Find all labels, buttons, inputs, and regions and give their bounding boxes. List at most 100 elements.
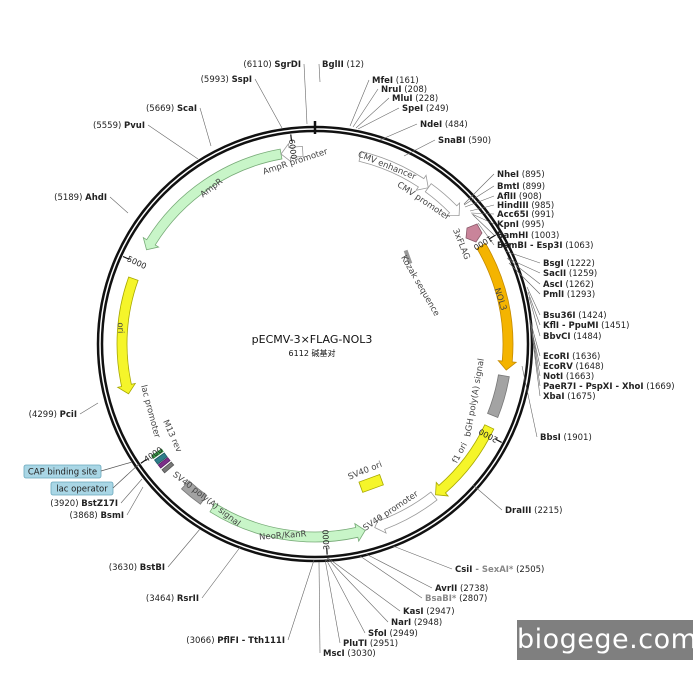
site-leader (469, 204, 495, 212)
restriction-site: NheI (895) (497, 170, 545, 180)
site-leader (201, 545, 242, 599)
plasmid-size: 6112 碱基对 (289, 348, 336, 358)
nol3-arrow (476, 242, 518, 371)
restriction-site: (3066) PflFI - Tth111I (186, 636, 285, 646)
site-leader (147, 124, 199, 160)
site-leader (521, 365, 538, 438)
restriction-site: MfeI (161) (372, 76, 419, 86)
tick-label: 6000 (287, 139, 298, 160)
restriction-site: MscI (3030) (323, 649, 376, 659)
lac-operator-label: lac operator (56, 485, 108, 495)
tick-label: 5000 (126, 254, 148, 271)
site-leader (472, 484, 503, 511)
feature-label: M13 rev (160, 418, 183, 454)
restriction-site: (5189) AhdI (54, 193, 107, 203)
site-leader (530, 324, 541, 377)
restriction-site: (4299) PciI (29, 410, 77, 420)
restriction-site: BamHI (1003) (497, 231, 559, 241)
site-leader (464, 195, 495, 208)
feature-label: bGH poly(A) signal (463, 358, 487, 438)
restriction-site: NotI (1663) (543, 372, 594, 382)
ampr-promoter-arrow (280, 142, 304, 163)
restriction-site: KflI - PpuMI (1451) (543, 321, 629, 331)
ampr-arrow (142, 148, 283, 251)
kozak-block (403, 249, 413, 265)
restriction-site: BbvCI (1484) (543, 332, 601, 342)
site-leader (527, 291, 541, 326)
lac-promoter-block (153, 452, 168, 465)
tick-mark (140, 458, 148, 464)
site-leader (528, 296, 541, 337)
restriction-site: (3920) BstZ17I (50, 499, 118, 509)
restriction-site: BsaBI* (2807) (425, 594, 487, 604)
site-leader (530, 325, 541, 387)
restriction-site: (3630) BstBI (109, 563, 165, 573)
feature-label: lac promoter (138, 384, 162, 440)
site-leader (463, 185, 495, 206)
cmv-promoter-arrow (424, 183, 461, 217)
site-leader (326, 557, 389, 623)
restriction-site: (3868) BsmI (69, 511, 124, 521)
feature-label: Kozak sequence (398, 254, 441, 318)
restriction-site: HindIII (985) (497, 201, 554, 211)
site-leader (403, 139, 436, 157)
cap-binding-site-label: CAP binding site (28, 468, 97, 478)
restriction-site: (6110) SgrDI (243, 60, 301, 70)
watermark: biogege.com (517, 620, 697, 660)
site-leader (352, 88, 379, 128)
site-leader (79, 402, 99, 415)
cap-binding-site-box: CAP binding site (23, 464, 102, 479)
tick-mark (489, 234, 496, 240)
restriction-site: BsmBI - Esp3I (1063) (497, 241, 593, 251)
site-leader (126, 486, 144, 516)
site-leader (526, 286, 541, 316)
restriction-site: KpnI (995) (497, 220, 544, 230)
site-leader (324, 558, 341, 644)
restriction-site: XbaI (1675) (543, 392, 596, 402)
site-leader (530, 326, 541, 397)
site-leader (349, 79, 370, 127)
site-leader (529, 319, 541, 357)
restriction-site: Acc65I (991) (497, 210, 554, 220)
lac-operator-box: lac operator (50, 481, 114, 496)
site-leader (472, 214, 495, 236)
restriction-site: (5993) SspI (201, 75, 252, 85)
neor-kanr-arrow (209, 502, 366, 543)
site-leader (199, 107, 212, 147)
restriction-site: AscI (1262) (543, 280, 594, 290)
site-leader (318, 63, 321, 83)
restriction-site: KasI (2947) (403, 607, 455, 617)
3xflag-block (465, 223, 483, 243)
site-leader (392, 545, 453, 570)
site-leader (167, 528, 201, 568)
restriction-site: (5559) PvuI (93, 121, 145, 131)
tick-label: 3000 (321, 529, 331, 550)
restriction-site: SacII (1259) (543, 269, 597, 279)
plasmid-name: pECMV-3×FLAG-NOL3 (252, 333, 373, 346)
restriction-site: CsiI - SexAI* (2505) (455, 565, 544, 575)
site-leader (355, 97, 390, 129)
restriction-site: PaeR7I - PspXI - XhoI (1669) (543, 382, 675, 392)
site-leader (325, 558, 366, 634)
feature-label: NeoR/KanR (259, 529, 307, 542)
site-leader (287, 559, 315, 641)
restriction-site: BglII (12) (322, 60, 364, 70)
site-leader (109, 196, 129, 214)
restriction-site: AvrII (2738) (435, 584, 488, 594)
site-leader (504, 250, 541, 264)
site-leader (463, 173, 495, 205)
restriction-site: (5669) ScaI (146, 104, 197, 114)
site-leader (318, 561, 321, 654)
restriction-site: AflII (908) (497, 192, 542, 202)
sv40-promoter-arrow (374, 491, 438, 534)
cap-box-leader (100, 461, 133, 472)
ori-arrow (116, 276, 139, 395)
m13-rev-block (161, 461, 175, 474)
restriction-site: BsgI (1222) (543, 259, 595, 269)
site-leader (471, 213, 495, 225)
sv40-polya-block (180, 480, 208, 505)
restriction-site: PluTI (2951) (343, 639, 398, 649)
restriction-site: BbsI (1901) (540, 433, 592, 443)
tick-mark (290, 134, 293, 142)
